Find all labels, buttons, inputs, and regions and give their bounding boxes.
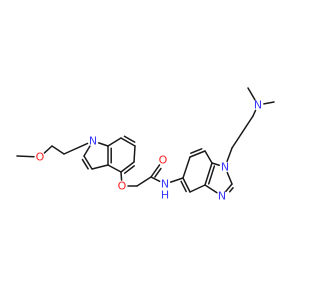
double-bond-line (180, 180, 187, 193)
bond-line (120, 161, 135, 173)
bond-line (120, 137, 136, 147)
atom-label-nitrogen-benzimidazole-1: N (221, 161, 229, 174)
atom-label-oxygen-carbonyl: O (159, 154, 168, 167)
bond-line (107, 164, 122, 173)
atom-label-hydrogen-amide: H (161, 189, 169, 202)
atom-label-oxygen-ether: O (36, 151, 45, 164)
bond-line (63, 142, 89, 155)
atom-label-nitrogen-indole: N (89, 135, 97, 148)
bond-line (16, 155, 35, 158)
atom-label-oxygen-aryl: O (118, 180, 127, 193)
atom-label-nitrogen-amide: N (161, 178, 169, 191)
double-bond-line (228, 186, 234, 193)
bond-line (182, 156, 191, 179)
bond-line (150, 176, 161, 183)
bond-line (204, 184, 218, 194)
bond-line (252, 109, 257, 117)
bond-line (226, 171, 233, 185)
double-bond-line (123, 135, 136, 143)
bond-line (91, 164, 109, 170)
double-bond-line (123, 165, 135, 174)
double-bond-line (81, 158, 89, 170)
bond-line (43, 145, 53, 154)
bond-line (120, 171, 123, 181)
bond-line (97, 142, 109, 147)
bond-line (204, 162, 213, 186)
bond-line (225, 183, 233, 193)
bond-line (182, 177, 191, 193)
bond-line (189, 150, 206, 158)
bond-line (83, 155, 93, 170)
bond-line (211, 162, 221, 166)
bond-line (204, 150, 213, 164)
bond-line (226, 147, 233, 163)
bonds-layer (16, 87, 275, 194)
atom-label-nitrogen-benzimidazole-3: N (218, 190, 226, 203)
bond-line (247, 87, 256, 101)
bond-line (231, 115, 254, 149)
atom-label-nitrogen-dimethylamino: N (254, 99, 262, 112)
bond-line (107, 137, 122, 147)
bond-line (263, 101, 275, 105)
bond-line (136, 176, 152, 187)
bond-line (133, 145, 136, 163)
bond-line (169, 177, 184, 183)
bond-line (150, 164, 161, 178)
bond-line (51, 145, 65, 155)
bond-line (83, 145, 91, 157)
bond-line (189, 184, 206, 193)
double-bond-line (207, 165, 216, 185)
double-bond-line (190, 148, 203, 154)
double-bond-line (154, 167, 162, 178)
